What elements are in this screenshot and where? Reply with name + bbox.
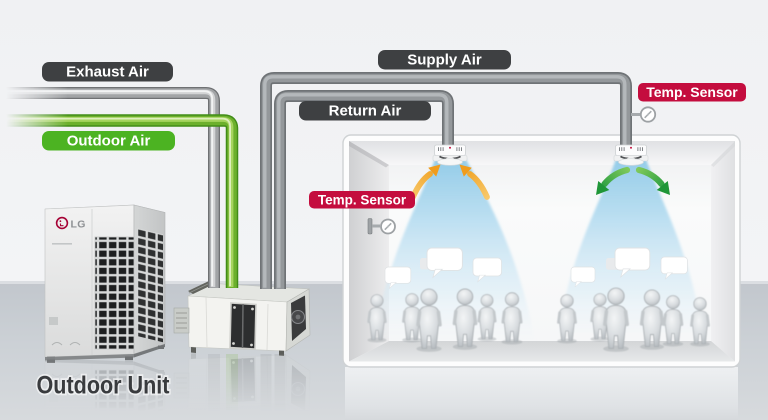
svg-text:Exhaust Air: Exhaust Air (66, 64, 149, 81)
svg-text:Temp. Sensor: Temp. Sensor (318, 193, 407, 208)
svg-text:LG: LG (71, 219, 86, 231)
svg-text:Outdoor Unit: Outdoor Unit (37, 372, 171, 400)
svg-text:Outdoor Unit: Outdoor Unit (37, 372, 171, 400)
svg-text:Outdoor Air: Outdoor Air (67, 133, 151, 150)
svg-text:Supply Air: Supply Air (407, 52, 482, 69)
svg-text:Temp. Sensor: Temp. Sensor (646, 84, 738, 100)
svg-text:Return Air: Return Air (329, 103, 402, 120)
